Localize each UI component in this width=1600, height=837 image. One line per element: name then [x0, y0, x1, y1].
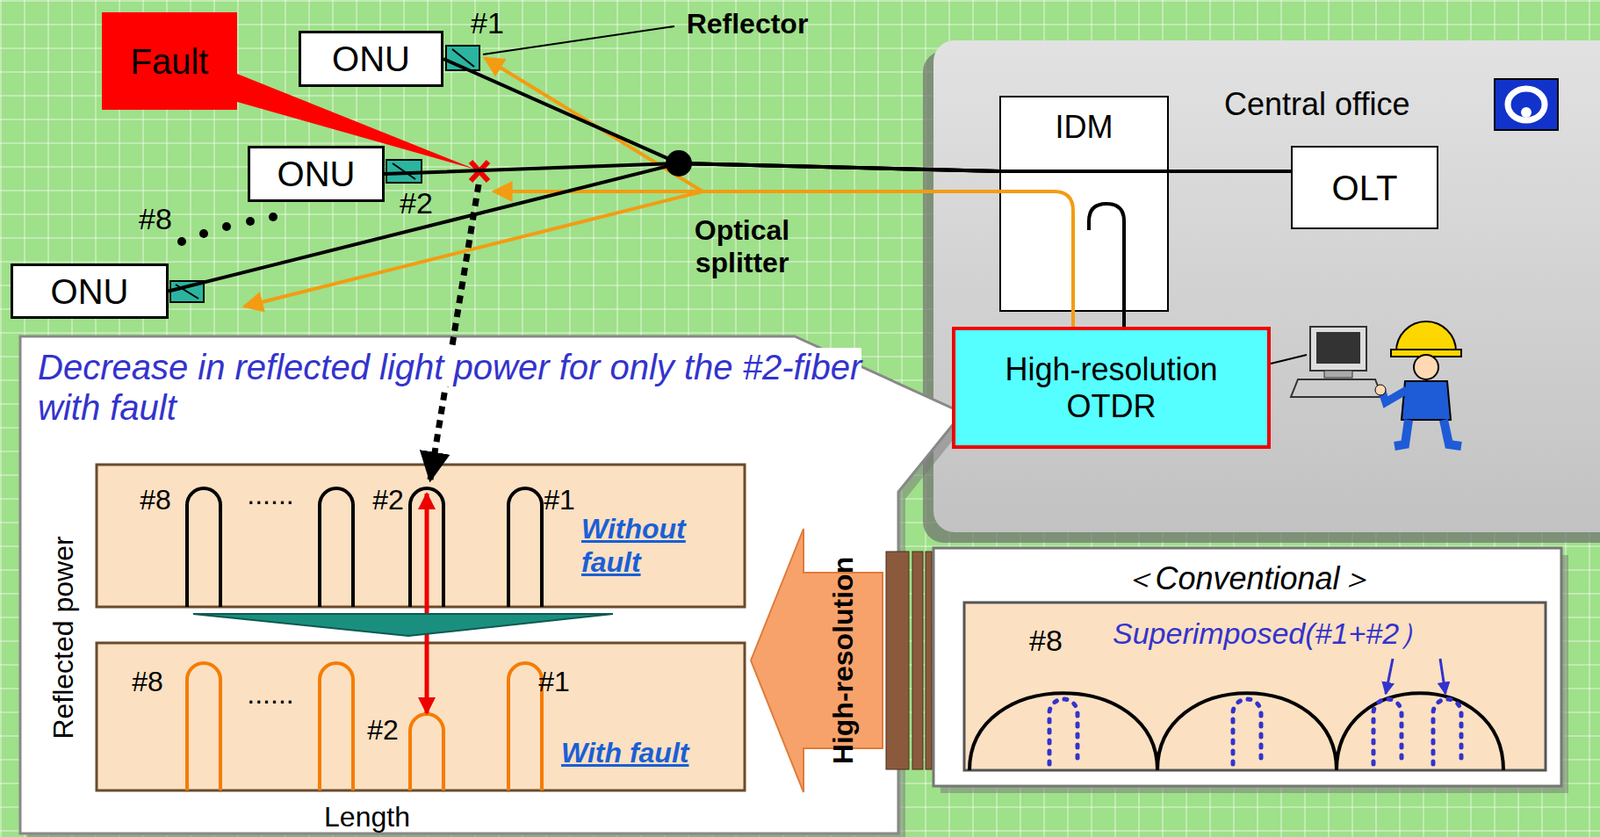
callout-panel: Decrease in reflected light power for on… — [20, 336, 899, 834]
pointer-arrow — [1385, 658, 1393, 694]
reflection-peaks — [187, 488, 542, 607]
arrow-bar — [886, 551, 909, 770]
chart-fill — [96, 642, 745, 791]
idm-box: IDM — [1000, 96, 1168, 311]
leader-line — [482, 26, 675, 55]
coupler-arc — [1088, 203, 1125, 327]
test-light-to-onu2 — [493, 189, 703, 194]
label-text: #2 — [372, 483, 404, 517]
arrow-bar — [912, 551, 923, 770]
arrow-bar — [925, 551, 932, 770]
computer-cable — [1270, 354, 1307, 364]
node-text: OLT — [1332, 167, 1399, 209]
label-text: #1 — [538, 665, 570, 699]
label-text: Length — [324, 800, 411, 834]
chart-fill — [96, 464, 745, 607]
reflection-peaks-fault — [187, 663, 542, 791]
onu-box: ONU — [247, 145, 385, 202]
node-text: IDM — [1055, 108, 1114, 145]
arrow-block — [750, 528, 883, 793]
label-text: Reflector — [686, 7, 809, 41]
label-text: #1 — [543, 483, 576, 517]
label-text: ...... — [246, 677, 294, 711]
connector — [193, 613, 613, 636]
hidden-peaks — [1049, 699, 1462, 764]
label-text: #2 — [399, 186, 433, 221]
label-text: ...... — [246, 478, 294, 512]
connector — [1167, 171, 1291, 173]
company-logo — [1494, 79, 1558, 130]
node-text: ONU — [277, 153, 356, 195]
fiber-line — [1071, 310, 1075, 327]
node-text: Decrease in reflected light power for on… — [37, 346, 894, 428]
connector — [443, 58, 1001, 172]
callout-fill — [20, 336, 963, 834]
trace-chart: With fault — [96, 642, 745, 791]
label-text: #8 — [131, 665, 164, 699]
idm-fill — [1000, 96, 1168, 311]
node-text: ONU — [331, 38, 411, 80]
fiber-line — [1167, 169, 1291, 173]
conventional-fill — [933, 547, 1562, 786]
connector — [750, 528, 932, 793]
fiber-through — [1000, 169, 1168, 173]
fault-location-arrow — [430, 184, 479, 480]
node-text: Central office — [1224, 86, 1410, 123]
olt-box: OLT — [1290, 145, 1439, 230]
node-text: With fault — [561, 735, 689, 770]
node-text: High-resolution OTDR — [964, 351, 1259, 425]
pointer-arrow — [1440, 658, 1446, 694]
node-text: Fault — [130, 41, 210, 82]
label-text: #2 — [367, 713, 399, 747]
broad-peaks — [969, 692, 1504, 771]
test-light-to-onu8 — [244, 191, 703, 307]
fault-box: Fault — [101, 12, 238, 110]
more-onus-dots — [177, 212, 278, 246]
label-text: #8 — [139, 483, 172, 517]
otdr-box: High-resolution OTDR — [951, 326, 1271, 449]
label-text: #8 — [138, 201, 173, 237]
label-text: #1 — [470, 6, 505, 41]
conventional-panel: ＜Conventional＞ Superimposed(#1+#2） — [933, 547, 1562, 786]
connector — [1073, 310, 1074, 327]
node-text: Superimposed(#1+#2） — [1112, 616, 1429, 651]
trace-chart: Without fault — [96, 464, 745, 607]
office-panel: Central officeIDM OLT High-resolution OTDR — [933, 40, 1600, 533]
node-text: ONU — [50, 271, 130, 312]
computer-icon — [1290, 326, 1383, 397]
onu-box: ONU — [10, 263, 169, 319]
office-fill — [933, 40, 1600, 533]
label-text: Reflected power — [47, 535, 80, 739]
label-text: #8 — [1029, 623, 1063, 658]
conventional-chart-fill — [964, 602, 1546, 771]
fiber-line — [443, 58, 1001, 172]
worker-figure — [1375, 321, 1462, 447]
arrow-triangle — [193, 613, 613, 636]
onu-box: ONU — [298, 30, 444, 87]
node-text: Without fault — [581, 511, 731, 580]
label-text: Optical splitter — [654, 214, 830, 280]
node-text: ＜Conventional＞ — [1123, 560, 1371, 597]
edge-label: High-resolution — [827, 556, 860, 764]
power-drop-arrow — [425, 493, 430, 714]
